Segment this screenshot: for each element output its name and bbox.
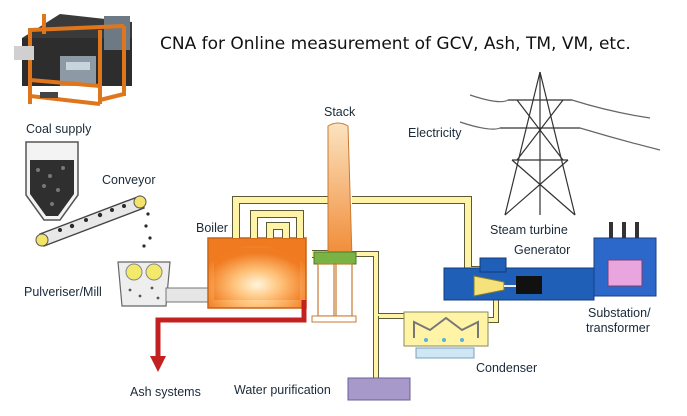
label-boiler: Boiler [196, 221, 228, 235]
heading: CNA for Online measurement of GCV, Ash, … [160, 34, 631, 54]
pulveriser-mill [117, 261, 213, 307]
condenser [403, 311, 489, 359]
analyzer-photo [14, 6, 134, 106]
label-conveyor: Conveyor [102, 173, 156, 187]
label-coal-supply: Coal supply [26, 122, 92, 136]
label-ash-systems: Ash systems [130, 385, 201, 399]
label-generator: Generator [514, 243, 570, 257]
label-electricity: Electricity [408, 126, 462, 140]
boiler [207, 237, 307, 309]
steam-turbine [443, 257, 595, 301]
label-water-purification: Water purification [234, 383, 331, 397]
label-pulveriser: Pulveriser/Mill [24, 285, 102, 299]
substation-transformer [593, 222, 657, 297]
pylon-icon [459, 71, 661, 216]
label-steam-turbine: Steam turbine [490, 223, 568, 237]
label-stack: Stack [324, 105, 356, 119]
label-substation-line2: transformer [586, 321, 650, 335]
conveyor [35, 195, 152, 248]
steam-pipes [232, 196, 499, 384]
water-purification-box [347, 377, 411, 401]
ash-pipe [150, 300, 307, 372]
label-condenser: Condenser [476, 361, 537, 375]
generator-core [516, 276, 542, 294]
coal-hopper [25, 141, 79, 221]
label-substation-line1: Substation/ [588, 306, 651, 320]
stack [311, 122, 357, 323]
